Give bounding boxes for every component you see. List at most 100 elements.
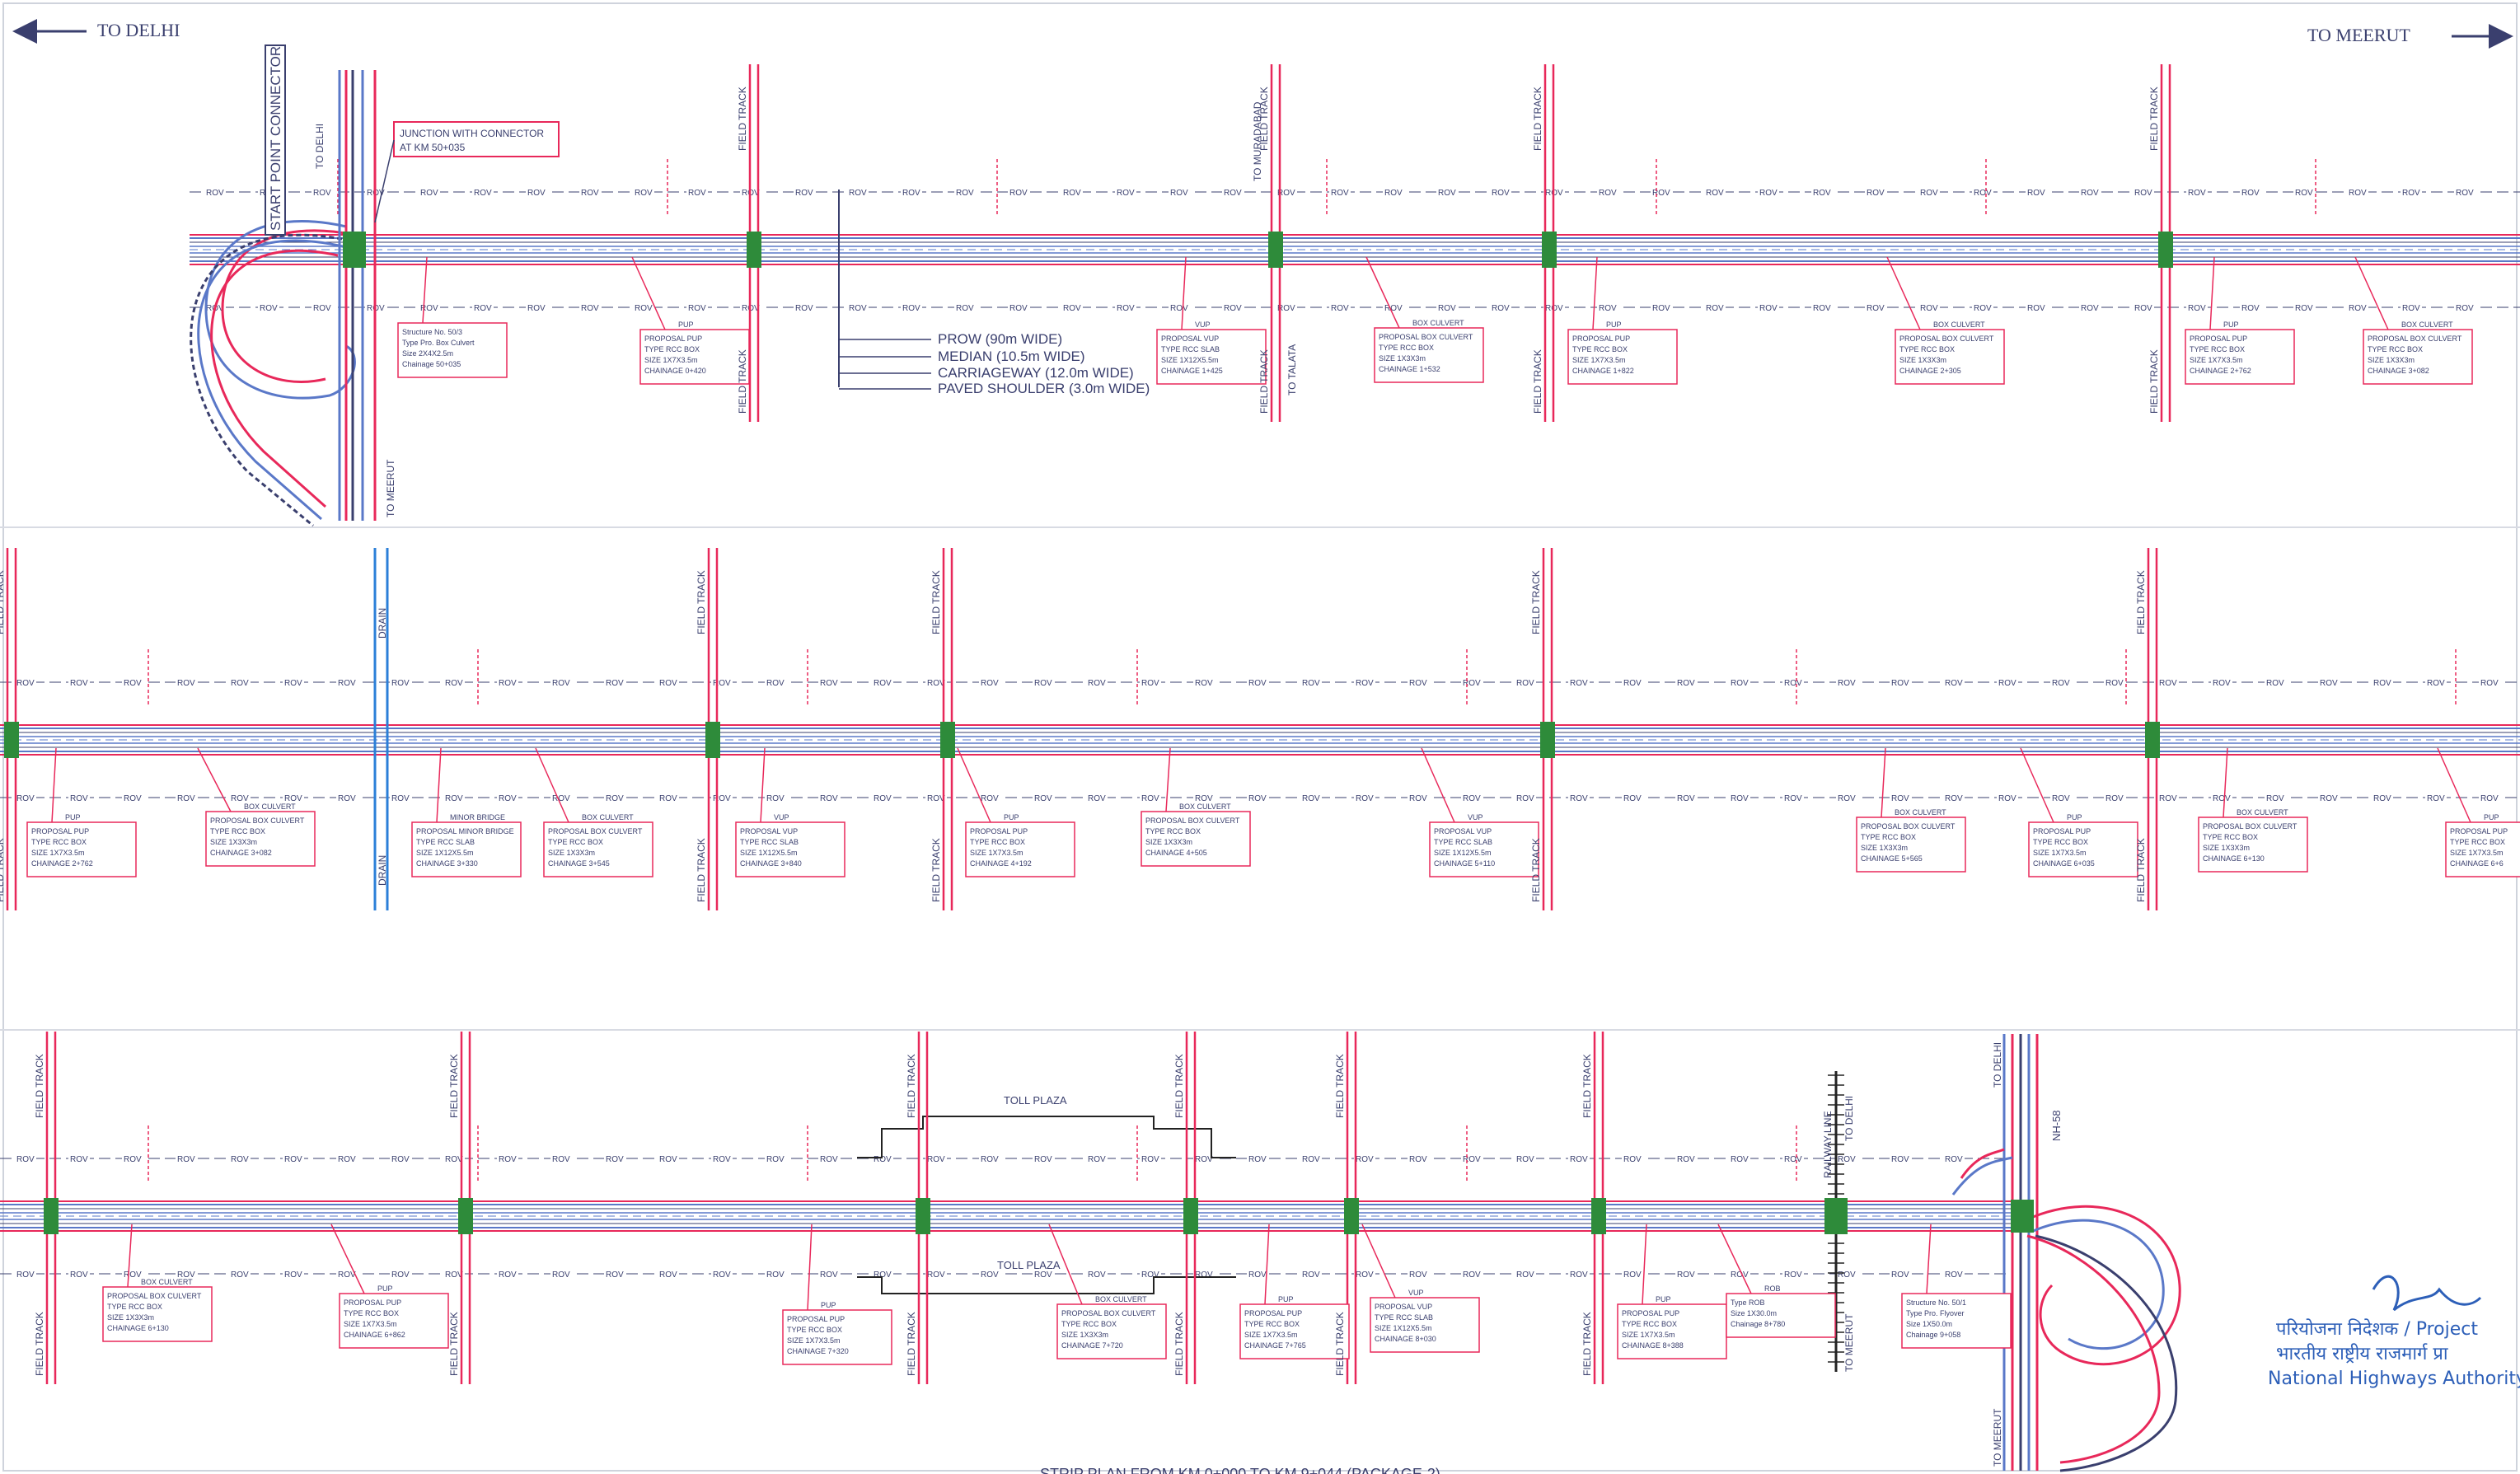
row-label-bg [1086,792,1108,803]
row-label: ROV [2373,679,2391,688]
row-label: ROV [688,189,706,198]
callout-frame [1141,811,1251,867]
row-label-bg [1675,676,1697,687]
callout-frame [339,1293,449,1349]
row-label: ROV [499,1270,517,1280]
row-label-bg [1997,676,2018,687]
row-label-bg [472,302,494,312]
row-label-bg [765,676,786,687]
row-label: ROV [1463,679,1481,688]
callout-frame [1895,329,2005,385]
callout-title: BOX CULVERT [1095,1295,1147,1303]
connector-vertical-road [338,70,377,521]
field-track-label: FIELD TRACK [2135,570,2147,634]
row-label-bg [818,792,840,803]
drain-label-bottom: DRAIN [377,855,388,886]
row-label-bg [979,1268,1000,1279]
callout-line: CHAINAGE 6+130 [2203,854,2265,863]
callout-frame [205,811,316,867]
field-track-label: FIELD TRACK [696,570,707,634]
row-label-bg [1408,792,1429,803]
row-label: ROV [1088,794,1106,803]
callout-line: PROPOSAL BOX CULVERT [1899,335,1994,343]
row-label: ROV [659,679,677,688]
row-label-bg [15,1153,36,1163]
row-label-bg [443,1153,465,1163]
junction-line-2: AT KM 50+035 [400,142,466,153]
row-label-bg [1193,1268,1215,1279]
connector-loop [190,219,356,527]
field-track-label: FIELD TRACK [34,1312,45,1376]
row-label: ROV [1784,1155,1802,1164]
legend-prow: PROW (90m WIDE) [938,331,1062,347]
row-label: ROV [16,1155,35,1164]
structure-marker [705,722,720,758]
row-label-bg [633,302,654,312]
row-label: ROV [659,1270,677,1280]
row-label: ROV [1117,189,1135,198]
row-label: ROV [1195,794,1213,803]
row-label: ROV [2241,304,2260,313]
row-label-bg [1490,302,1511,312]
row-label: ROV [313,189,331,198]
row-label: ROV [902,304,920,313]
callout-line: SIZE 1X3X3m [1061,1331,1108,1339]
structure-marker [747,232,761,268]
row-label-bg [283,1268,304,1279]
callout-line: Type Pro. Flyover [1906,1309,1965,1317]
row-label-bg [1061,302,1083,312]
row-label-bg [2050,792,2072,803]
field-track-label: FIELD TRACK [2135,838,2147,902]
callout-frame [1726,1293,1836,1338]
row-label: ROV [1759,189,1778,198]
row-label-bg [1865,302,1886,312]
field-track-label: FIELD TRACK [930,838,942,902]
row-label: ROV [231,1270,249,1280]
callout-line: CHAINAGE 7+320 [787,1347,849,1355]
row-label: ROV [1706,189,1724,198]
callout-line: TYPE RCC BOX [1572,345,1628,353]
row-label-bg [336,792,358,803]
row-label: ROV [1088,1155,1106,1164]
callout-leader [2020,747,2054,823]
callout-leader [2209,256,2215,330]
row-label: ROV [927,794,945,803]
row-label: ROV [1677,1155,1695,1164]
callout-line: PROPOSAL BOX CULVERT [1379,333,1473,341]
field-track-label: FIELD TRACK [696,838,707,902]
callout-line: SIZE 1X7X3.5m [787,1336,841,1345]
callout-frame [2028,821,2138,877]
field-track-label: FIELD TRACK [737,349,748,414]
row-label: ROV [874,679,892,688]
row-label-bg [1675,1268,1697,1279]
row-label: ROV [2105,794,2124,803]
row-label-bg [1247,1153,1268,1163]
row-label: ROV [1920,304,1938,313]
row-label-bg [2050,676,2072,687]
row-label-bg [1461,1268,1482,1279]
callout-frame [1429,821,1539,877]
row-label: ROV [1277,304,1295,313]
cross-roads [4,64,2173,1384]
toll-plaza-bottom: TOLL PLAZA [997,1259,1061,1271]
row-label-bg [443,676,465,687]
row-label: ROV [1224,304,1242,313]
field-track-label: FIELD TRACK [930,570,942,634]
row-label: ROV [1891,1270,1909,1280]
callout-title: PUP [1278,1295,1294,1303]
row-label: ROV [635,304,653,313]
row-label: ROV [874,794,892,803]
row-label-bg [1193,1153,1215,1163]
row-label: ROV [927,1155,945,1164]
callout-line: CHAINAGE 4+505 [1145,849,1207,857]
row-label: ROV [2427,794,2445,803]
field-track-label: FIELD TRACK [1581,1312,1593,1376]
row-label: ROV [1652,304,1670,313]
callout-title: PUP [1656,1295,1671,1303]
row-label: ROV [445,679,463,688]
